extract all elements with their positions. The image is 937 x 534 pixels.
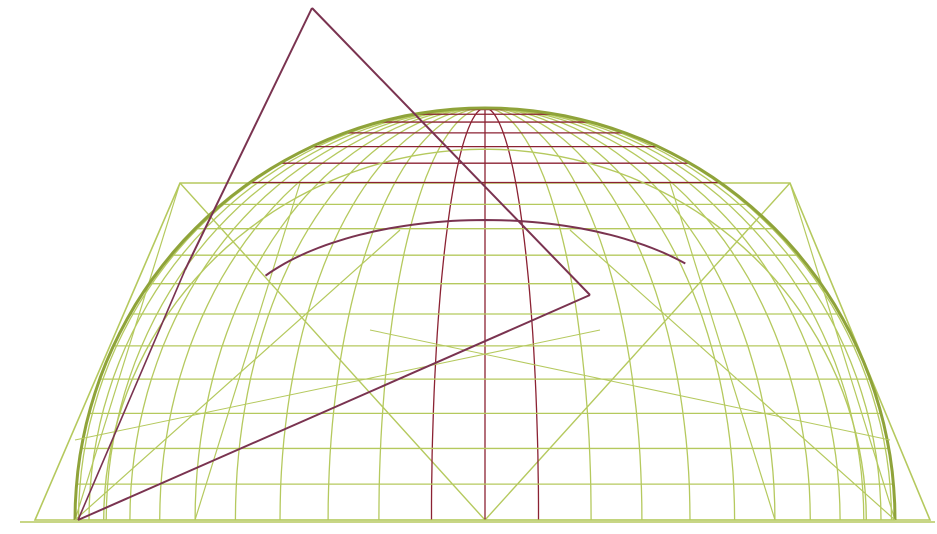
dome-outline (73, 106, 897, 521)
trapezoid-diagonal (179, 182, 486, 521)
construction-diagonals (74, 229, 896, 521)
construction-diagonal (569, 229, 896, 521)
construction-long-diagonal (77, 294, 591, 521)
construction-triangle-left (184, 7, 313, 271)
trapezoid-diagonal (194, 182, 301, 521)
trapezoid-diagonal (669, 182, 776, 521)
construction-left-edge (77, 269, 186, 521)
construction-diagonal (74, 229, 401, 521)
construction-triangle-right (311, 7, 591, 296)
dome-grid (73, 106, 897, 521)
inner-ring-arc (264, 218, 686, 277)
construction-diagonal (369, 329, 891, 441)
construction-diagonal (74, 329, 601, 441)
red-construction-lines (77, 7, 591, 521)
dome-inner-arch (103, 148, 867, 521)
trapezoid-diagonal (484, 182, 791, 521)
